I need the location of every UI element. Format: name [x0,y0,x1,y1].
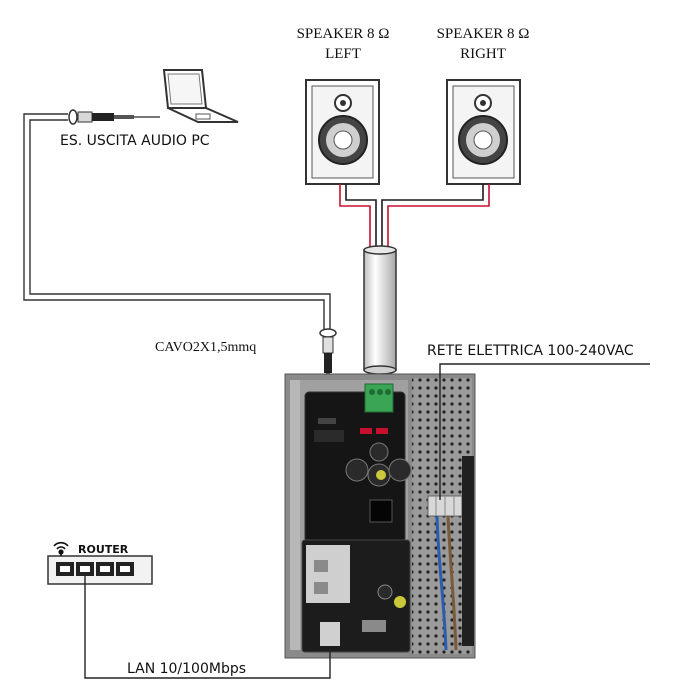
router-label: ROUTER [78,543,129,556]
mains-label: RETE ELETTRICA 100-240VAC [427,343,634,359]
mains-terminal-block [427,456,474,651]
cable-sleeve [363,245,397,375]
cable-label: CAVO2X1,5mmq [155,340,256,355]
pc-output-label: ES. USCITA AUDIO PC [60,133,210,149]
speaker-right-label-line1: SPEAKER 8 Ω [437,26,530,42]
audio-jack-icon [68,109,160,125]
speaker-left-label-line2: LEFT [325,46,361,62]
lan-cable [84,576,331,679]
speaker-left-icon [305,79,380,185]
laptop-icon [162,69,239,123]
speaker-left-label-line1: SPEAKER 8 Ω [297,26,390,42]
speaker-right-label-line2: RIGHT [460,46,506,62]
speaker-right-icon [446,79,521,185]
mains-leader-line [439,363,650,500]
lan-label: LAN 10/100Mbps [127,661,246,677]
streaming-module-icon [301,539,411,653]
router-icon [47,555,153,585]
audio-cable [23,113,331,330]
amplifier-board-icon [304,383,412,543]
wifi-icon [53,541,69,556]
